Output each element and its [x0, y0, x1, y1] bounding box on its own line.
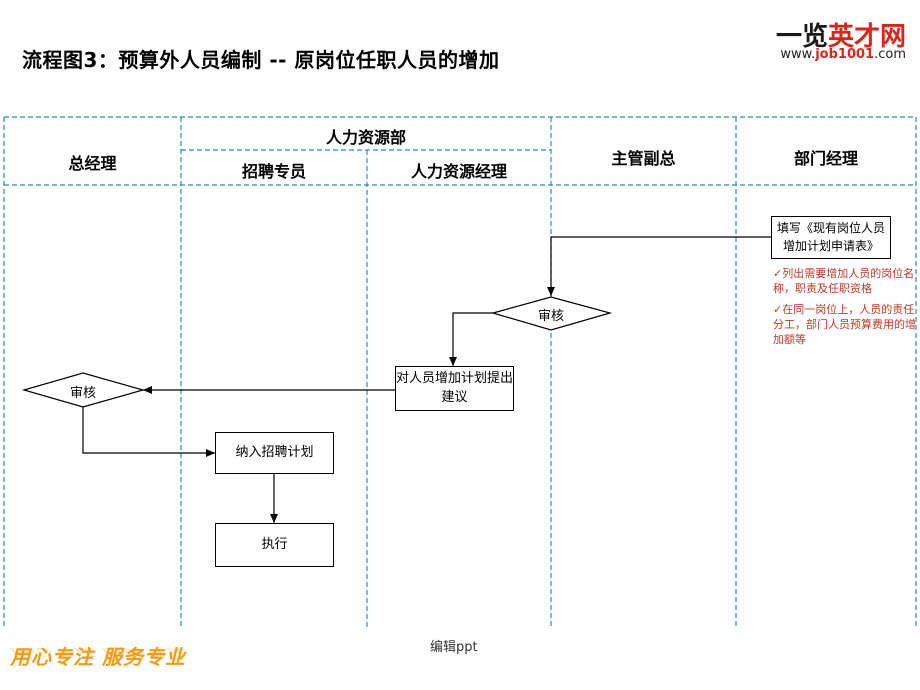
note-1-text: 列出需要增加人员的岗位名称，职责及任职资格 — [773, 267, 915, 295]
brand-url: www.job1001.com — [780, 47, 906, 62]
note-2-text: 在同一岗位上，人员的责任分工，部门人员预算费用的增加额等 — [773, 303, 916, 346]
execute-box: 执行 — [215, 523, 334, 567]
logo-part-2: 英才网 — [827, 22, 906, 52]
vp-review-diamond — [490, 296, 613, 331]
footer-caption: 编辑ppt — [430, 640, 478, 655]
swimlane-grid — [3, 116, 917, 628]
gm-review-label: 审核 — [69, 386, 96, 401]
checkmark-icon: ✓ — [773, 267, 783, 280]
brand-logo: 一览英才网 — [776, 16, 906, 53]
logo-part-1: 一览 — [775, 22, 828, 52]
note-2: ✓在同一岗位上，人员的责任分工，部门人员预算费用的增加额等 — [773, 303, 916, 348]
note-1: ✓列出需要增加人员的岗位名称，职责及任职资格 — [773, 267, 916, 297]
lane-header-hr-department: 人力资源部 — [325, 128, 406, 147]
gm-review-diamond — [21, 372, 146, 408]
include-plan-box: 纳入招聘计划 — [215, 432, 334, 474]
lane-header-dept-manager: 部门经理 — [793, 149, 858, 168]
page-title: 流程图3：预算外人员编制 -- 原岗位任职人员的增加 — [22, 48, 500, 72]
url-suffix: .com — [874, 47, 906, 62]
lane-header-recruiter: 招聘专员 — [241, 162, 306, 181]
slogan: 用心专注 服务专业 — [10, 645, 186, 669]
url-accent: job1001 — [815, 47, 875, 62]
slogan-reflection: 用心专注 服务专业 — [10, 646, 186, 661]
lane-header-vice-president: 主管副总 — [611, 149, 676, 168]
arrow-vp-review-to-propose — [449, 312, 493, 366]
fill-form-box: 填写《现有岗位人员增加计划申请表》 — [771, 216, 891, 259]
arrow-gm-review-to-plan — [82, 407, 215, 457]
arrow-form-to-vp-review — [547, 236, 771, 296]
lane-header-general-manager: 总经理 — [68, 154, 117, 173]
checkmark-icon: ✓ — [773, 303, 783, 316]
vp-review-label: 审核 — [537, 309, 564, 324]
url-prefix: www. — [780, 47, 816, 62]
propose-box: 对人员增加计划提出建议 — [395, 366, 514, 411]
connectors — [82, 236, 771, 523]
lane-header-hr-manager: 人力资源经理 — [410, 162, 507, 181]
